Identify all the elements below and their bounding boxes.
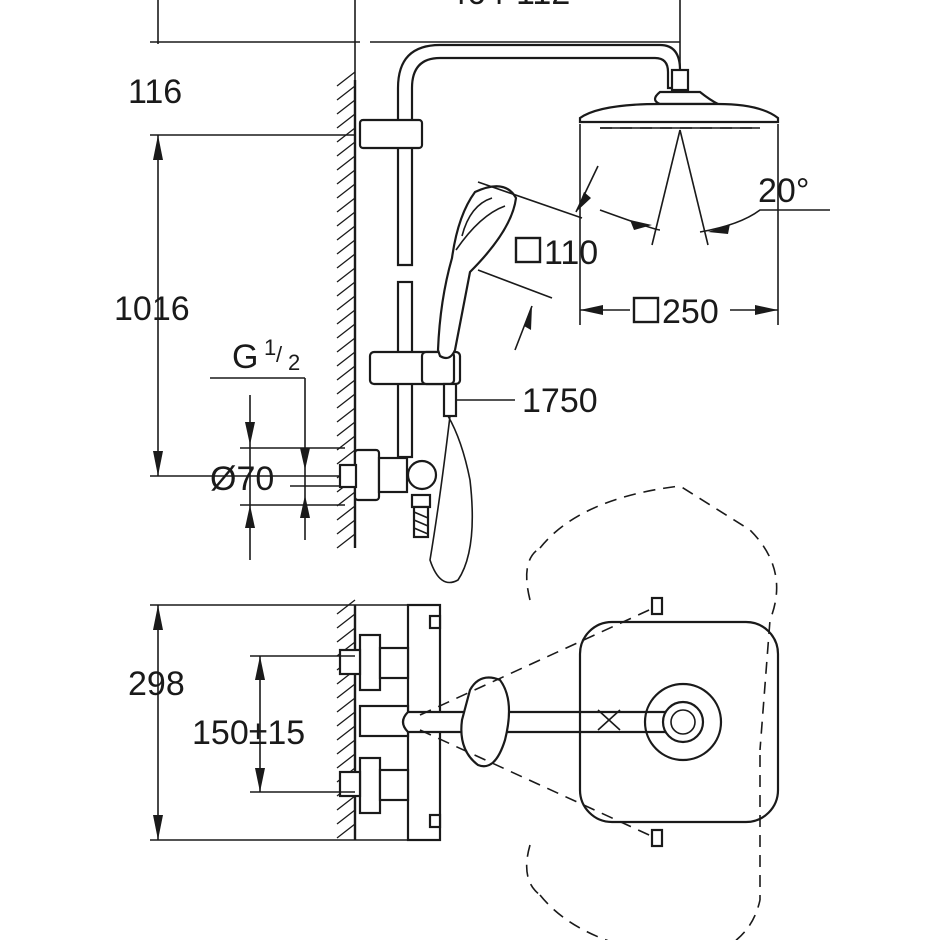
wall-hatch-line	[336, 739, 356, 755]
wall-hatch-line	[336, 267, 356, 283]
wall-hatch-line	[336, 519, 356, 535]
wall-hatch-line	[336, 421, 356, 437]
wall-hatch-line	[336, 533, 356, 549]
wall-hatch-line	[336, 309, 356, 325]
depth-label: 298	[128, 665, 185, 703]
wall-hatch-line	[336, 613, 356, 629]
wall-hatch-line	[336, 683, 356, 699]
rail-height-label: 1016	[114, 290, 190, 328]
square-size-icon	[632, 296, 660, 324]
hose-length-label: 1750	[522, 382, 598, 420]
wall-hatch-line	[336, 239, 356, 255]
wall-hatch-line	[336, 365, 356, 381]
top-width-label: 464-112	[448, 0, 570, 12]
wall-hatch-line	[336, 323, 356, 339]
wall-hatch-line	[336, 211, 356, 227]
wall-hatch-line	[336, 379, 356, 395]
wall-hatch-line	[336, 407, 356, 423]
wall-hatch-line	[336, 753, 356, 769]
wall-hatch-line	[336, 155, 356, 171]
wall-hatch-line	[336, 253, 356, 269]
wall-hatch-line	[336, 141, 356, 157]
arm-offset-label: 116	[128, 73, 182, 111]
square-size-icon	[514, 236, 542, 264]
wall-hatch-line	[336, 823, 356, 839]
inlet-dimensions: G 1 / 2 Ø70	[210, 335, 345, 560]
wall-hatch-line	[336, 393, 356, 409]
wall-hatch-line	[336, 711, 356, 727]
shower-rail	[338, 43, 682, 539]
wall-hatch-line	[336, 809, 356, 825]
wall-hatch-line	[336, 85, 356, 101]
wall-hatch-line	[336, 197, 356, 213]
wall-hatch-line	[336, 449, 356, 465]
wall-hatch-line	[336, 99, 356, 115]
wall-hatch-line	[336, 295, 356, 311]
wall-hatch-line	[336, 627, 356, 643]
wall-hatch-line	[336, 281, 356, 297]
hand-shower: 110 1750	[429, 165, 599, 584]
wall-hatch-line	[336, 351, 356, 367]
hand-shower-size-label: 110	[544, 234, 598, 272]
thread-denominator: 2	[288, 350, 300, 375]
wall-hatch-line	[336, 113, 356, 129]
wall-hatch-line	[336, 225, 356, 241]
top-width-dimension: 464-112	[150, 0, 681, 90]
wall-hatch-line	[336, 337, 356, 353]
wall-hatch-line	[336, 169, 356, 185]
wall-hatch-line	[336, 725, 356, 741]
wall-hatch-line	[336, 795, 356, 811]
shower-arm-plan-view	[401, 485, 780, 940]
wall-hatch-line	[336, 183, 356, 199]
wall-hatch-line	[336, 505, 356, 521]
thread-label: G	[232, 338, 258, 376]
vertical-dimensions: 116 1016	[114, 73, 355, 477]
wall-hatch-line	[336, 599, 356, 615]
centers-label: 150±15	[192, 714, 305, 752]
head-size-label: 250	[662, 293, 719, 331]
wall-hatch-line	[336, 697, 356, 713]
svg-text:/: /	[276, 342, 283, 367]
thread-numerator: 1	[264, 335, 276, 360]
spray-angle-label: 20°	[758, 172, 809, 210]
head-shower: 20° 250	[578, 68, 830, 331]
wall-hatch-line	[336, 491, 356, 507]
diameter-label: Ø70	[210, 460, 274, 498]
wall-front-view	[336, 71, 357, 549]
wall-hatch-line	[336, 71, 356, 87]
